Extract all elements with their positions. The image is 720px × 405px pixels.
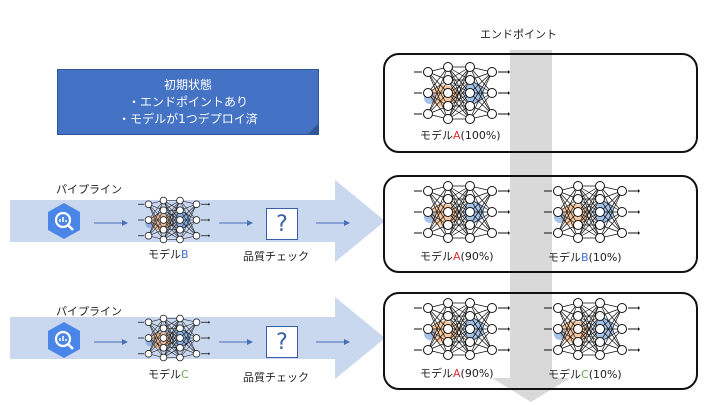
model-letter: C <box>581 368 589 381</box>
initial-state-note: 初期状態 ・エンドポイントあり ・モデルが1つデプロイ済 <box>57 69 319 135</box>
endpoint-2-right-label: モデルB(10%) <box>548 249 622 265</box>
model-prefix: モデル <box>148 248 181 261</box>
note-title: 初期状態 <box>163 77 212 92</box>
model-prefix: モデル <box>420 367 453 380</box>
endpoint-2-left-label: モデルA(90%) <box>420 248 494 264</box>
small-arrow-icon <box>94 339 128 345</box>
model-letter: B <box>181 248 189 261</box>
endpoint-title: エンドポイント <box>480 28 557 41</box>
endpoint-box-3 <box>383 292 698 390</box>
endpoint-3-left-label: モデルA(90%) <box>420 365 494 381</box>
model-prefix: モデル <box>420 129 453 142</box>
small-arrow-icon <box>316 339 350 345</box>
pipeline-1-model-label: モデルB <box>148 246 189 262</box>
neural-network-icon <box>414 62 510 124</box>
neural-network-icon <box>544 181 640 243</box>
neural-network-icon <box>414 298 510 360</box>
note-line-2: ・モデルが1つデプロイ済 <box>118 111 258 126</box>
pipeline-2-model-label: モデルC <box>148 366 189 382</box>
model-prefix: モデル <box>420 250 453 263</box>
question-mark-box-icon: ? <box>266 326 298 358</box>
neural-network-icon <box>544 298 640 360</box>
model-prefix: モデル <box>548 251 581 264</box>
small-arrow-icon <box>94 220 128 226</box>
model-prefix: モデル <box>548 368 581 381</box>
model-letter: A <box>453 250 461 263</box>
model-prefix: モデル <box>148 368 181 381</box>
model-letter: C <box>181 368 189 381</box>
endpoint-arrow <box>492 50 570 402</box>
endpoint-3-right-label: モデルC(10%) <box>548 366 622 382</box>
neural-network-icon <box>138 196 210 244</box>
vertex-pipelines-hexagon-icon <box>48 203 80 239</box>
small-arrow-icon <box>219 220 253 226</box>
note-line-1: ・エンドポイントあり <box>127 94 248 109</box>
endpoint-box-2 <box>383 175 698 273</box>
small-arrow-icon <box>219 339 253 345</box>
model-traffic-pct: (90%) <box>460 250 494 263</box>
endpoint-1-model-label: モデルA(100%) <box>420 127 501 143</box>
model-letter: A <box>453 129 461 142</box>
model-traffic-pct: (10%) <box>588 251 622 264</box>
model-letter: A <box>453 367 461 380</box>
note-fold-corner <box>307 123 319 135</box>
small-arrow-icon <box>316 220 350 226</box>
quality-check-label: 品質チェック <box>243 250 309 263</box>
endpoint-box-1 <box>383 53 698 153</box>
question-mark-box-icon: ? <box>266 208 298 240</box>
pipeline-2-title: パイプライン <box>56 305 122 318</box>
neural-network-icon <box>414 181 510 243</box>
model-letter: B <box>581 251 589 264</box>
pipeline-1-title: パイプライン <box>56 183 122 196</box>
vertex-pipelines-hexagon-icon <box>48 322 80 358</box>
model-traffic-pct: (90%) <box>460 367 494 380</box>
model-traffic-pct: (10%) <box>588 368 622 381</box>
neural-network-icon <box>138 314 210 362</box>
quality-check-label: 品質チェック <box>243 371 309 384</box>
model-traffic-pct: (100%) <box>460 129 501 142</box>
